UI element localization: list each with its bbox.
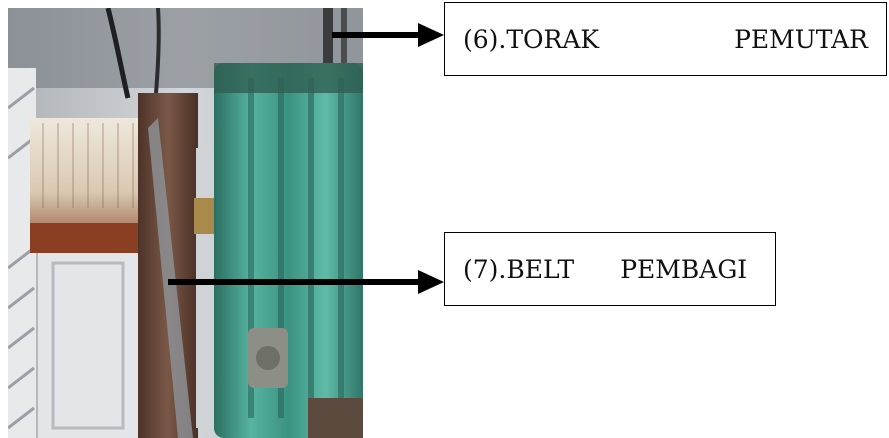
label-torak-pemutar: (6).TORAK PEMUTAR <box>444 2 887 76</box>
arrow-to-belt <box>168 270 444 294</box>
label-belt-name: PEMBAGI <box>620 254 748 284</box>
label-torak-name: PEMUTAR <box>734 24 868 54</box>
machine-photo <box>8 8 363 438</box>
label-belt-pembagi: (7).BELT PEMBAGI <box>444 232 776 306</box>
machine-photo-illustration <box>8 8 363 438</box>
arrow-to-piston <box>332 23 444 47</box>
label-belt-number: (7).BELT <box>463 254 575 284</box>
label-torak-number: (6).TORAK <box>463 24 600 54</box>
